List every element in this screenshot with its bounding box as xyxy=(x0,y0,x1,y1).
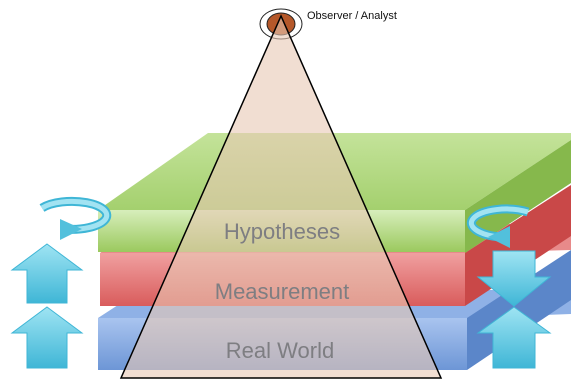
measurement-label: Measurement xyxy=(214,279,350,304)
observer-label: Observer / Analyst xyxy=(307,10,397,22)
circular-arrow-left-icon xyxy=(39,196,112,240)
hypotheses-right-face xyxy=(465,140,571,253)
arrow-up-icon xyxy=(10,306,84,369)
hypotheses-label: Hypotheses xyxy=(223,219,341,244)
arrow-up-icon xyxy=(476,306,552,369)
real-world-label: Real World xyxy=(225,338,335,363)
measurement-right-face xyxy=(465,185,571,306)
arrow-down-icon xyxy=(476,250,552,307)
arrow-up-icon xyxy=(10,243,84,304)
circular-arrow-right-icon xyxy=(466,204,530,248)
observation-pyramid xyxy=(119,14,443,379)
